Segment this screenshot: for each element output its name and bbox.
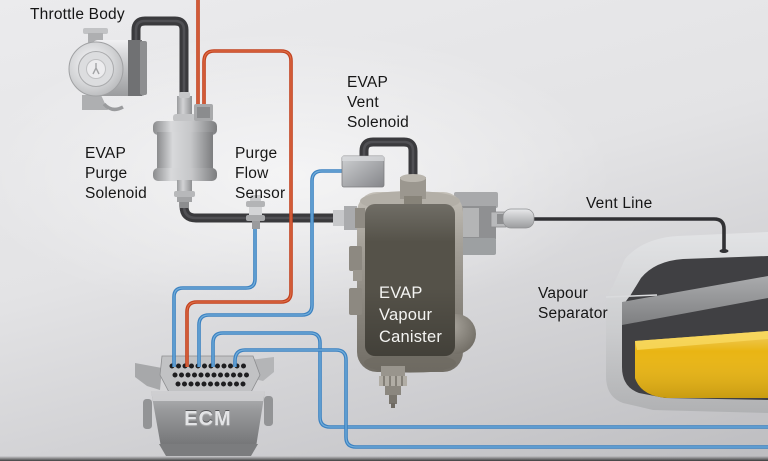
separator-pointer-line bbox=[605, 294, 658, 298]
label-ecm: ECM bbox=[184, 408, 232, 430]
canister-left-fitting bbox=[333, 210, 346, 226]
vent-line-filter bbox=[502, 208, 535, 229]
canister-top-port bbox=[400, 177, 426, 199]
label-vapour-separator: Vapour Separator bbox=[538, 285, 608, 322]
evap-purge-solenoid bbox=[153, 92, 217, 208]
fuel-tank bbox=[606, 232, 768, 413]
label-throttle-body: Throttle Body bbox=[30, 6, 125, 23]
evap-vapour-canister bbox=[333, 174, 535, 408]
purge-flow-sensor bbox=[246, 195, 265, 229]
ecm-module bbox=[135, 355, 274, 456]
label-evap-purge-solenoid: EVAP Purge Solenoid bbox=[85, 145, 147, 202]
label-evap-vent-solenoid: EVAP Vent Solenoid bbox=[347, 74, 409, 131]
label-purge-flow-sensor: Purge Flow Sensor bbox=[235, 145, 286, 202]
vapour-separator-band bbox=[622, 276, 768, 325]
label-vent-line: Vent Line bbox=[586, 195, 653, 212]
canister-bottom-port bbox=[381, 366, 405, 377]
video-bottom-edge bbox=[0, 456, 768, 461]
label-evap-vapour-canister: EVAP Vapour Canister bbox=[379, 284, 443, 346]
evap-vent-solenoid bbox=[341, 155, 385, 188]
wire-red-purge-solenoid-to-ecm bbox=[185, 49, 293, 369]
throttle-body bbox=[68, 28, 147, 112]
vent-line-pipe bbox=[529, 217, 729, 253]
